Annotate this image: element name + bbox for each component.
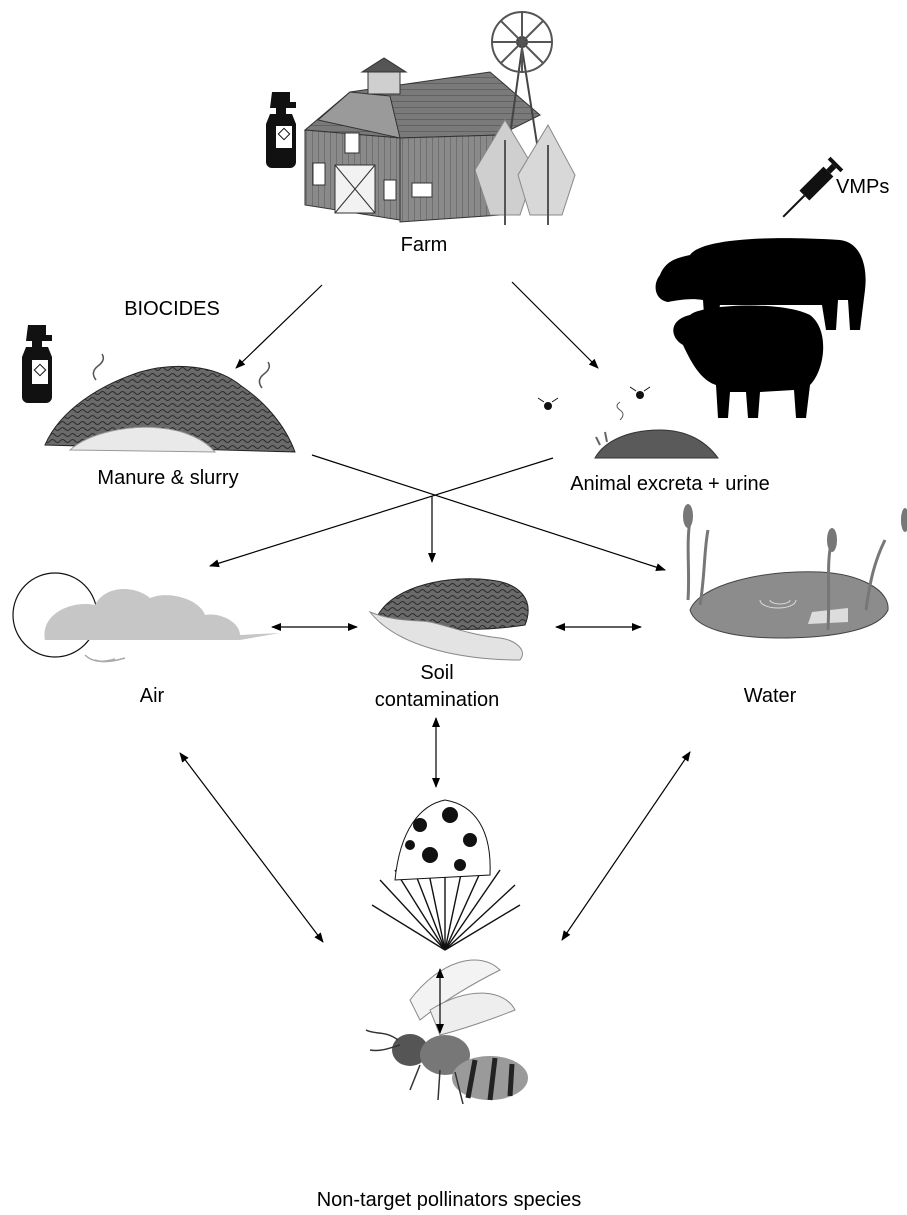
arrow-farm-to-manure (235, 284, 323, 369)
water-label: Water (744, 685, 797, 707)
air-cloud-icon (12, 572, 281, 663)
arrow-air-pollinators (179, 752, 324, 943)
bee-icon (365, 959, 528, 1105)
air-label: Air (140, 685, 165, 707)
cow-icon (655, 238, 866, 330)
arrow-excreta-to-air (209, 457, 554, 568)
biocides-label: BIOCIDES (124, 298, 220, 320)
soil-in-hand-icon (368, 578, 529, 661)
soil-label-line2: contamination (375, 689, 500, 711)
arrow-farm-to-excreta (511, 281, 599, 369)
syringe-icon (782, 156, 844, 218)
vmps-label: VMPs (836, 176, 889, 198)
arrow-manure-to-water (311, 454, 666, 572)
dung-with-flies-icon (537, 386, 719, 459)
sheep-icon (673, 305, 824, 418)
soil-label-line1: Soil (420, 662, 453, 684)
manure-pile-icon (44, 353, 296, 453)
spray-bottle-icon (266, 92, 296, 168)
arrow-water-pollinators (561, 751, 691, 941)
pollinators-label: Non-target pollinators species (317, 1189, 582, 1211)
flowers-grass-icon (371, 799, 521, 951)
barn-icon (303, 57, 541, 223)
manure-label: Manure & slurry (97, 467, 238, 489)
windmill-icon (491, 11, 553, 151)
spray-bottle-icon (22, 325, 52, 403)
farm-label: Farm (401, 234, 448, 256)
excreta-label: Animal excreta + urine (570, 473, 770, 495)
pine-trees-icon (474, 119, 576, 225)
pond-icon (683, 504, 907, 639)
arrows (179, 281, 691, 1034)
